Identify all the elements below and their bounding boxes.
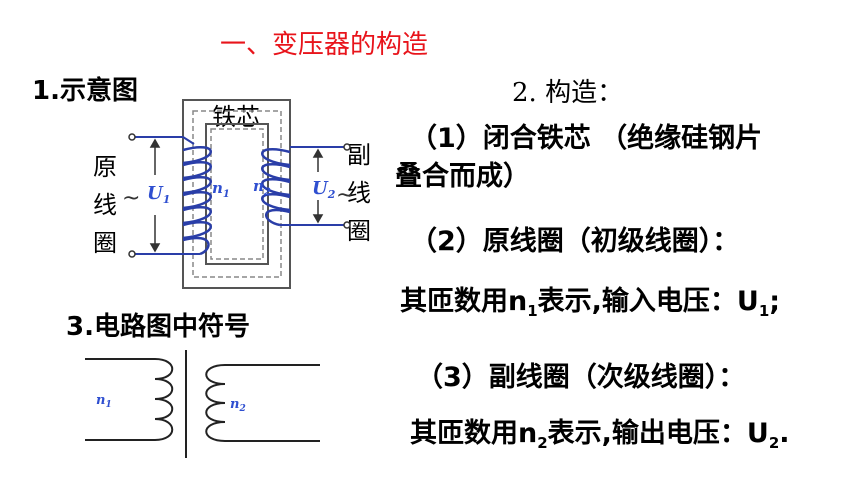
schematic-heading: 1.示意图	[32, 76, 138, 106]
symbol-n1-label: n1	[96, 393, 112, 410]
item-primary-coil: （2）原线圈（初级线圈）：	[410, 226, 740, 257]
circuit-symbol-heading: 3.电路图中符号	[66, 312, 250, 342]
page-title: 一、变压器的构造	[220, 30, 429, 60]
core-label: 铁芯	[212, 103, 260, 131]
primary-ac-symbol: ~	[122, 186, 140, 211]
secondary-coil-desc: 其匝数用n2表示,输出电压：U2.	[410, 418, 790, 452]
symbol-n2-label: n2	[230, 397, 246, 414]
secondary-terminal-bottom	[343, 221, 351, 229]
secondary-coil	[261, 147, 291, 227]
item-secondary-coil: （3）副线圈（次级线圈）：	[416, 362, 746, 393]
u2-arrows	[312, 148, 324, 224]
primary-leads	[135, 136, 200, 255]
structure-heading: 2. 构造：	[512, 78, 624, 108]
u1-arrows	[149, 138, 161, 253]
item-closed-core-cont: 叠合而成）	[395, 161, 530, 192]
u1-label: U1	[147, 183, 170, 206]
secondary-coil-label: 副线圈	[347, 141, 371, 245]
primary-coil	[182, 145, 212, 256]
primary-terminal-bottom	[128, 250, 136, 258]
secondary-ac-symbol: ~	[336, 183, 354, 208]
n2-label: n2	[253, 177, 271, 198]
n1-label: n1	[212, 179, 230, 200]
u2-label: U2	[312, 178, 336, 201]
primary-terminal-top	[128, 133, 136, 141]
secondary-leads	[280, 146, 344, 226]
secondary-terminal-top	[343, 143, 351, 151]
transformer-symbol	[85, 350, 320, 458]
item-closed-core: （1）闭合铁芯 （绝缘硅钢片	[410, 123, 763, 154]
primary-coil-desc: 其匝数用n1表示,输入电压：U1;	[400, 286, 781, 320]
primary-coil-label: 原线圈	[93, 153, 117, 257]
